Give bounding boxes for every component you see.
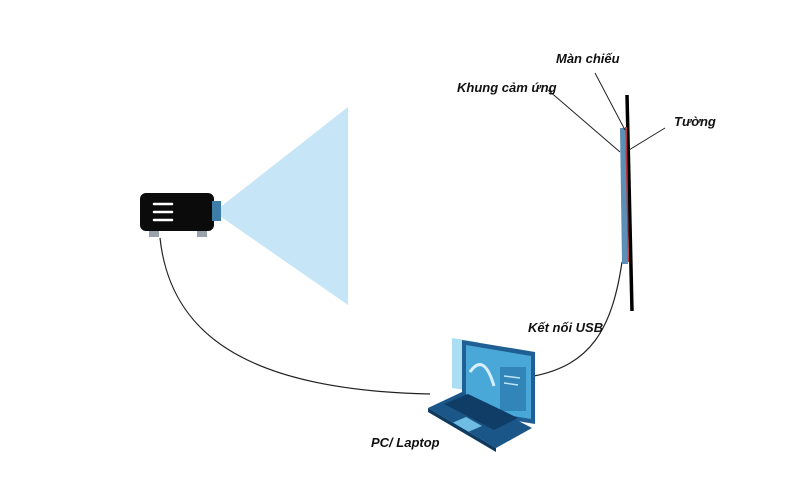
label-man-chieu: Màn chiếu (556, 51, 620, 66)
projection-beam (214, 107, 348, 305)
projector-lens (212, 201, 221, 221)
projector-laptop-cable (159, 237, 431, 395)
laptop-icon (428, 338, 535, 452)
projector-body (140, 193, 214, 231)
wall-line (625, 94, 634, 312)
label-tuong: Tường (674, 114, 716, 129)
projector-foot-left (149, 229, 159, 237)
touch-frame (620, 128, 628, 264)
laptop-touchpad (452, 417, 482, 432)
projector-icon (140, 193, 221, 237)
laptop-screen-gauge (468, 363, 496, 387)
pointer-tuong (628, 127, 666, 151)
pointer-man-chieu (594, 72, 626, 131)
pointer-khung-cam-ung (547, 89, 621, 153)
laptop-screen-panel (500, 367, 526, 411)
wall-screen-assembly (620, 94, 634, 312)
label-ket-noi-usb: Kết nối USB (528, 320, 603, 335)
usb-cable (533, 261, 623, 377)
label-khung-cam-ung: Khung cảm ứng (457, 80, 557, 95)
laptop-screen-line-1 (503, 375, 521, 379)
label-pc-laptop: PC/ Laptop (371, 435, 440, 450)
laptop-screen-line-2 (503, 382, 519, 386)
laptop-keyboard (444, 394, 518, 430)
projection-screen (625, 127, 629, 262)
laptop-base-edge (428, 408, 496, 452)
projector-foot-right (197, 229, 207, 237)
